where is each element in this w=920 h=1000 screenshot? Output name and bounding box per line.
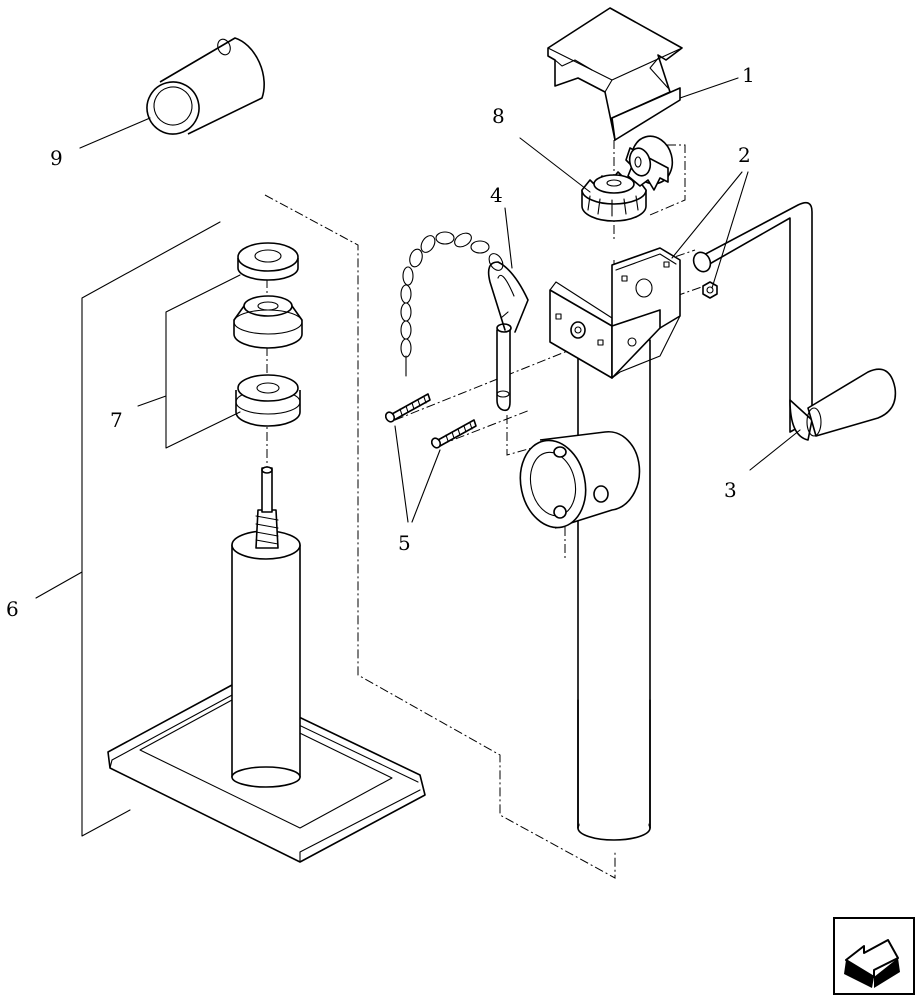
sleeve-part: [146, 37, 265, 135]
bushing-middle: [233, 295, 303, 349]
leader-lines: [35, 77, 801, 837]
inner-tube: [231, 466, 301, 788]
crank-handle: [692, 201, 897, 441]
callout-8: 8: [492, 104, 505, 128]
callout-6: 6: [6, 597, 19, 621]
gear-bracket: [549, 247, 681, 379]
screw-lower: [430, 419, 477, 449]
callout-7: 7: [110, 408, 123, 432]
callout-3: 3: [724, 478, 737, 502]
tube-collar: [519, 430, 641, 529]
outer-tube: [577, 339, 651, 841]
back-arrow-button[interactable]: [833, 917, 915, 995]
callout-4: 4: [490, 183, 503, 207]
back-arrow-icon: [844, 939, 900, 988]
callout-5: 5: [398, 531, 411, 555]
callout-2: 2: [738, 143, 751, 167]
top-cover: [547, 7, 683, 141]
bevel-gear-small: [625, 135, 674, 191]
bushing-top: [237, 242, 299, 281]
bevel-gear-large: [581, 171, 647, 222]
bushing-bottom: [235, 374, 301, 427]
callout-9: 9: [50, 146, 63, 170]
lock-pin: [487, 261, 529, 412]
callout-labels: 1 2 3 4 5 6 7 8 9: [6, 63, 755, 621]
callout-1: 1: [742, 63, 755, 87]
pin-chain: [400, 231, 504, 377]
nut-lower: [702, 281, 718, 299]
screw-upper: [384, 393, 431, 423]
